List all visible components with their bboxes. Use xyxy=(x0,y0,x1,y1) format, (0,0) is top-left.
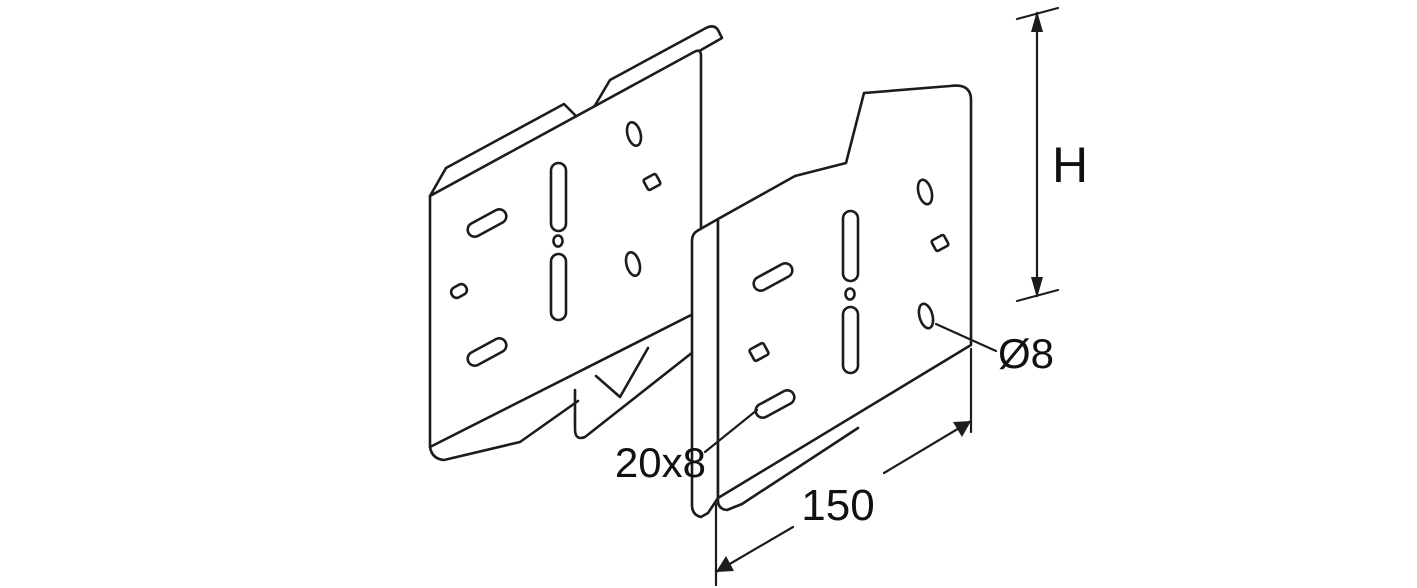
dimension-arrow xyxy=(1031,11,1043,32)
dimension-hole-diameter: Ø8 xyxy=(934,322,1054,377)
right-plate-bottom-flange xyxy=(716,426,860,512)
leader-line xyxy=(934,322,998,353)
hole-diameter-label: Ø8 xyxy=(998,330,1054,377)
bottom-connector-edge xyxy=(573,313,742,440)
dimension-height: H xyxy=(1015,6,1088,303)
left-plate-face xyxy=(428,49,703,449)
hole-slot-20x8 xyxy=(752,262,794,292)
hole-slot-vertical xyxy=(549,161,568,233)
hole-round-8mm xyxy=(625,120,643,148)
dimension-line xyxy=(882,419,973,475)
dimension-width: 150 xyxy=(714,347,973,587)
dimension-arrow xyxy=(953,421,971,437)
dimension-arrow xyxy=(716,556,734,572)
hole-slot-20x8 xyxy=(466,337,508,367)
hole-square xyxy=(930,233,950,253)
hole-slot-vertical xyxy=(549,252,568,322)
right-plate-left-flange xyxy=(690,217,720,519)
hole-slot-vertical xyxy=(841,305,860,375)
hole-square xyxy=(748,341,770,363)
hole-round-8mm xyxy=(916,178,934,206)
left-plate-bottom-flange xyxy=(428,399,580,462)
hole-slot-vertical xyxy=(841,209,860,283)
hole-round-8mm xyxy=(624,250,642,278)
right-plate xyxy=(690,84,973,519)
dimension-slot-size: 20x8 xyxy=(615,408,759,486)
height-label: H xyxy=(1052,137,1088,193)
left-plate-bottom-notch xyxy=(594,346,650,399)
dimension-arrow xyxy=(1031,277,1043,298)
hole-slot-20x8-callout-target xyxy=(754,389,796,419)
leader-line xyxy=(703,408,759,454)
hole-square xyxy=(642,172,662,192)
bottom-connector xyxy=(573,313,742,440)
hole-slot-20x8 xyxy=(466,208,508,238)
left-plate xyxy=(428,25,724,462)
hole-small-round xyxy=(844,287,856,301)
slot-size-label: 20x8 xyxy=(615,439,706,486)
hole-small-round xyxy=(552,234,564,248)
width-label: 150 xyxy=(801,481,874,530)
dimensions: H Ø8 20x8 150 xyxy=(615,6,1088,587)
hole-round-8mm-callout-target xyxy=(917,302,935,330)
hole-small-slot xyxy=(449,282,469,300)
